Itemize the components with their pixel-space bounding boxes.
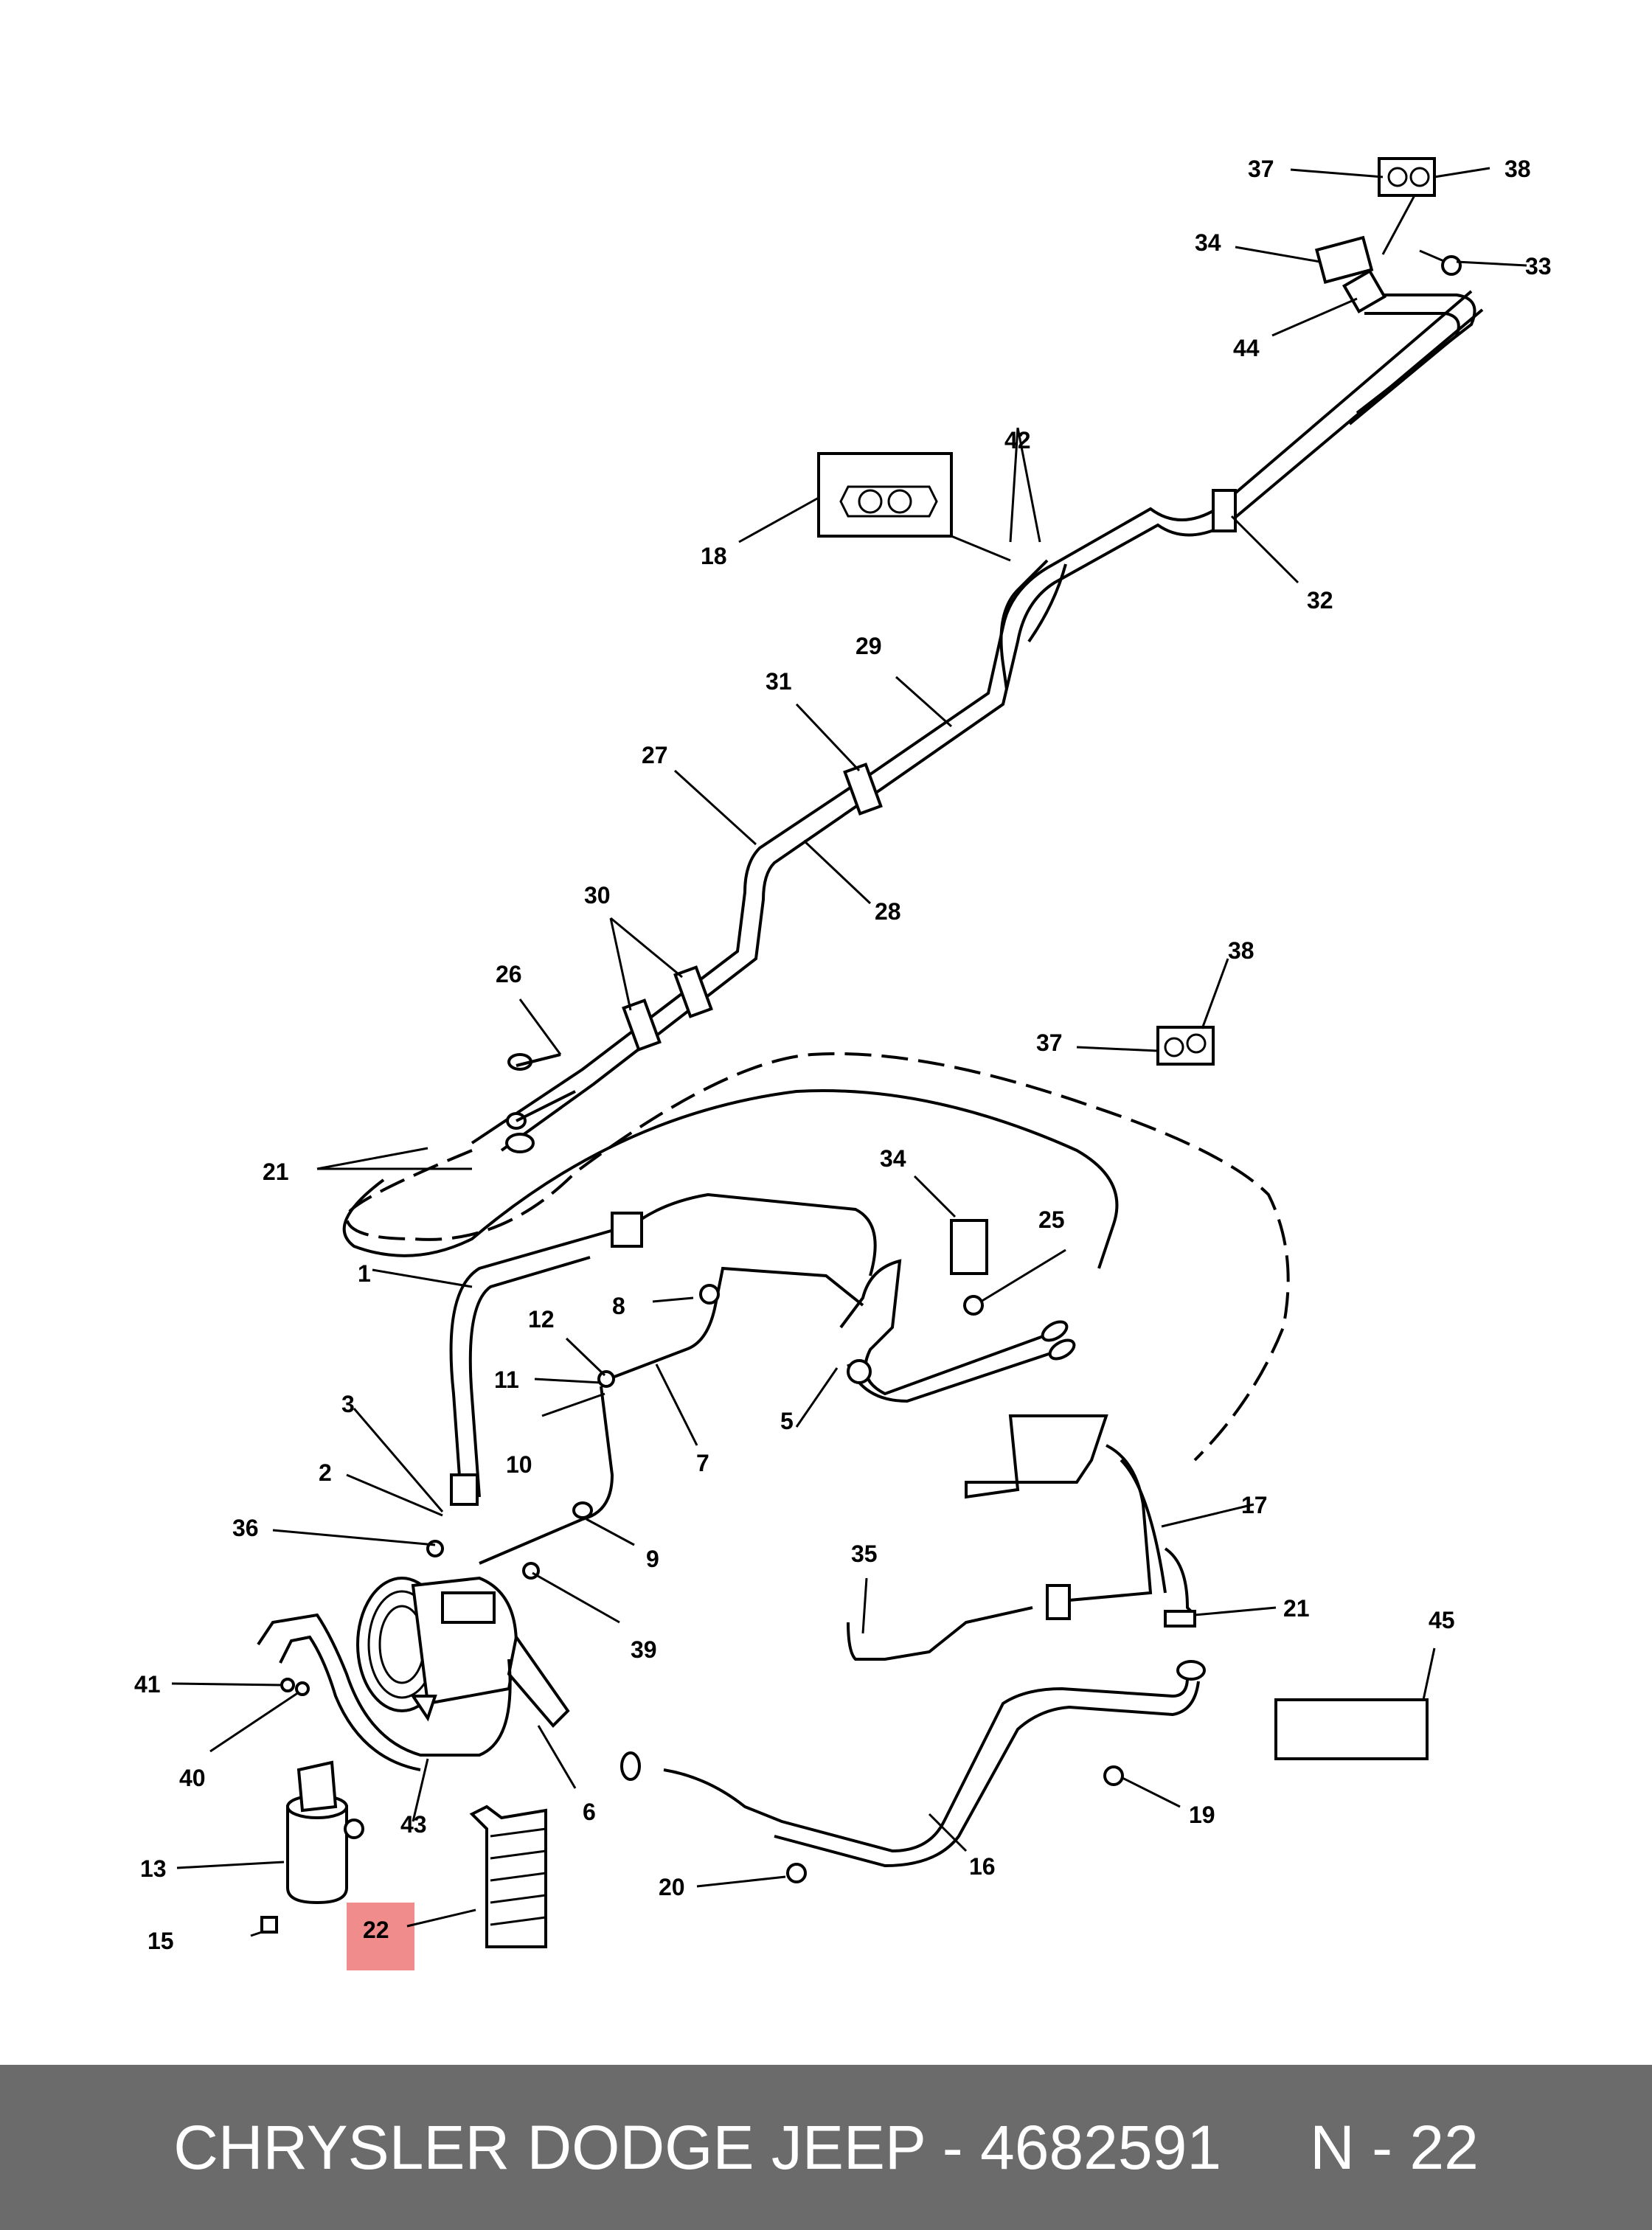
liquid-line-7 (479, 1266, 864, 1565)
footer-bar: CHRYSLER DODGE JEEP - 4682591 N - 22 (0, 2065, 1652, 2230)
callout-18: 18 (701, 543, 727, 569)
callout-20: 20 (659, 1874, 685, 1900)
o-ring-40 (295, 1681, 310, 1696)
callout-37: 37 (1248, 156, 1274, 182)
callout-7: 7 (696, 1450, 709, 1476)
callout-11: 11 (494, 1366, 519, 1393)
condenser-22 (469, 1805, 547, 1948)
fitting-44 (1342, 268, 1387, 314)
callout-3: 3 (341, 1391, 355, 1417)
callout-19: 19 (1189, 1802, 1215, 1828)
clip-32 (1212, 489, 1237, 532)
callout-34: 34 (1195, 229, 1221, 256)
callout-43: 43 (400, 1811, 427, 1838)
label-box-45 (1274, 1698, 1429, 1760)
callout-15: 15 (148, 1928, 174, 1954)
hose-17-bracket (965, 1414, 1196, 1628)
callout-2: 2 (319, 1459, 332, 1486)
clip-31 (843, 763, 883, 816)
fitting (450, 1473, 479, 1506)
hose-assembly-5 (839, 1259, 1076, 1403)
callout-36: 36 (232, 1515, 259, 1541)
callout-labels: 37 38 34 33 44 42 18 32 29 31 27 28 30 2… (134, 156, 1552, 1954)
footer-title: CHRYSLER DODGE JEEP - 4682591 (173, 2112, 1222, 2182)
callout-17: 17 (1241, 1492, 1268, 1518)
bolt-25 (963, 1295, 984, 1316)
callout-10: 10 (506, 1451, 532, 1478)
callout-34-mid: 34 (880, 1145, 906, 1172)
callout-27: 27 (642, 742, 668, 768)
callout-25: 25 (1038, 1206, 1065, 1233)
bolt-19 (1103, 1765, 1124, 1786)
clip-30b (673, 965, 713, 1018)
clamp (1046, 1584, 1071, 1620)
callout-39: 39 (631, 1636, 657, 1663)
line-43b (279, 1635, 421, 1771)
leader-lines (171, 167, 1527, 1928)
suction-discharge-line-assembly (471, 268, 1484, 1153)
callout-26: 26 (496, 961, 522, 987)
bolt-33 (1419, 249, 1462, 276)
screw-15 (250, 1916, 278, 1937)
callout-33: 33 (1525, 253, 1552, 279)
callout-42: 42 (1004, 427, 1031, 454)
callout-9: 9 (646, 1546, 659, 1572)
callout-21-upper: 21 (263, 1159, 289, 1185)
callout-16: 16 (969, 1853, 996, 1880)
clamp-21 (1164, 1610, 1196, 1628)
callout-45: 45 (1429, 1607, 1455, 1633)
callout-5: 5 (780, 1408, 794, 1434)
callout-21-lower: 21 (1283, 1595, 1310, 1622)
callout-1: 1 (358, 1260, 371, 1287)
fitting (611, 1212, 643, 1248)
receiver-drier-13 (286, 1760, 364, 1905)
clip-30a (622, 998, 662, 1052)
callout-12: 12 (528, 1306, 555, 1333)
line-1b (468, 1256, 591, 1498)
callout-8: 8 (612, 1293, 625, 1319)
sensor-35 (847, 1606, 1033, 1661)
callout-32: 32 (1307, 587, 1333, 614)
highlight-22 (347, 1903, 414, 1970)
callout-41: 41 (134, 1671, 161, 1698)
callout-38: 38 (1504, 156, 1531, 182)
parts-diagram: 37 38 34 33 44 42 18 32 29 31 27 28 30 2… (134, 156, 1552, 1970)
callout-13: 13 (140, 1855, 167, 1882)
gasket-37-38-top (1378, 157, 1436, 255)
callout-30: 30 (584, 882, 611, 909)
callout-31: 31 (766, 668, 792, 695)
routing-outline-solid (342, 1089, 1119, 1269)
expansion-valve-34-top (1314, 235, 1374, 284)
callout-28: 28 (875, 898, 901, 925)
line-43 (257, 1613, 512, 1757)
callout-40: 40 (179, 1765, 206, 1791)
callout-22: 22 (363, 1917, 389, 1943)
o-ring-41 (280, 1678, 295, 1692)
inset-seal-18 (817, 452, 1011, 562)
routing-outline (344, 1052, 1290, 1462)
footer-code: N - 22 (1310, 2112, 1479, 2182)
gasket-37-38-mid (1156, 1026, 1215, 1066)
compressor (356, 1576, 570, 1728)
callout-35: 35 (851, 1540, 878, 1567)
callout-6: 6 (583, 1799, 596, 1825)
callout-44: 44 (1233, 335, 1260, 361)
callout-29: 29 (856, 633, 882, 659)
callout-38-mid: 38 (1228, 937, 1254, 964)
expansion-valve-34-mid (950, 1219, 988, 1275)
discharge-line-16 (620, 1660, 1206, 1868)
line-end (505, 1133, 535, 1153)
bolt-20 (786, 1863, 807, 1883)
line-1 (449, 1192, 877, 1498)
callout-37-mid: 37 (1036, 1029, 1063, 1056)
